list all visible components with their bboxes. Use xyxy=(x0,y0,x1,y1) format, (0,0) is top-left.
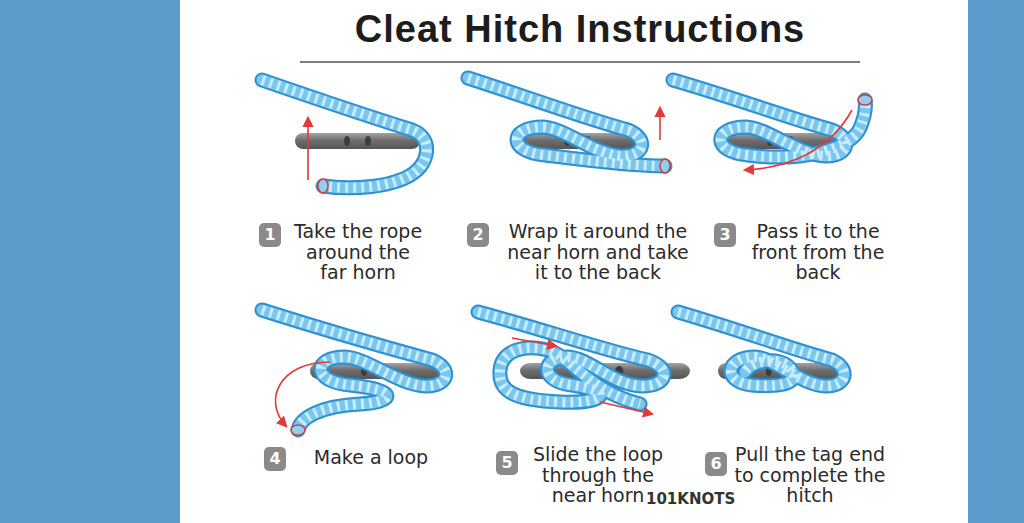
rope-tag-end xyxy=(858,95,872,105)
step-badge: 5Slide the loop through the near horn xyxy=(496,451,518,475)
step-badge: 2Wrap it around the near horn and take i… xyxy=(467,223,489,247)
step-badge: 4Make a loop xyxy=(264,447,286,471)
motion-arrow xyxy=(659,108,661,140)
motion-arrow xyxy=(307,118,309,180)
step-badge: 6Pull the tag end to complete the hitch xyxy=(705,452,727,476)
rope xyxy=(468,78,665,166)
rope xyxy=(262,310,446,430)
step-number: 2 xyxy=(467,223,489,247)
rope-twist xyxy=(262,310,446,430)
step-number: 1 xyxy=(259,223,281,247)
step-instruction: Wrap it around the near horn and take it… xyxy=(503,221,693,283)
step-number: 3 xyxy=(714,223,736,247)
motion-arrow xyxy=(275,362,330,426)
step-number: 6 xyxy=(705,452,727,476)
rope-tag-end xyxy=(291,425,305,435)
rope xyxy=(678,312,844,386)
step-number: 5 xyxy=(496,451,518,475)
brand-label: 101KNOTS xyxy=(646,490,735,508)
rope xyxy=(262,80,427,188)
rope-twist xyxy=(673,80,865,157)
rope xyxy=(262,310,446,430)
white-panel xyxy=(180,0,968,523)
title-underline xyxy=(300,61,860,63)
step-instruction: Take the rope around the far horn xyxy=(291,221,425,283)
rope-twist xyxy=(468,78,665,166)
step-instruction: Make a loop xyxy=(296,447,446,468)
step-badge: 3Pass it to the front from the back xyxy=(714,223,736,247)
rope-twist xyxy=(678,312,844,386)
motion-arrow xyxy=(745,110,852,170)
step-number: 4 xyxy=(264,447,286,471)
step-instruction: Pass it to the front from the back xyxy=(743,221,893,283)
rope-twist xyxy=(262,80,427,188)
step-instruction: Pull the tag end to complete the hitch xyxy=(733,444,888,506)
motion-arrow xyxy=(600,402,652,414)
rope-tag-end xyxy=(318,179,328,193)
rope xyxy=(673,80,865,157)
rope xyxy=(673,80,865,157)
rope xyxy=(478,312,664,404)
rope xyxy=(478,312,664,404)
rope xyxy=(262,80,427,188)
rope xyxy=(468,78,665,166)
motion-arrow xyxy=(512,338,556,346)
rope-twist xyxy=(478,312,664,404)
step-badge: 1Take the rope around the far horn xyxy=(259,223,281,247)
rope-tag-end xyxy=(660,159,670,173)
diagram-title: Cleat Hitch Instructions xyxy=(280,6,880,52)
rope xyxy=(678,312,844,386)
cleat xyxy=(295,133,420,149)
